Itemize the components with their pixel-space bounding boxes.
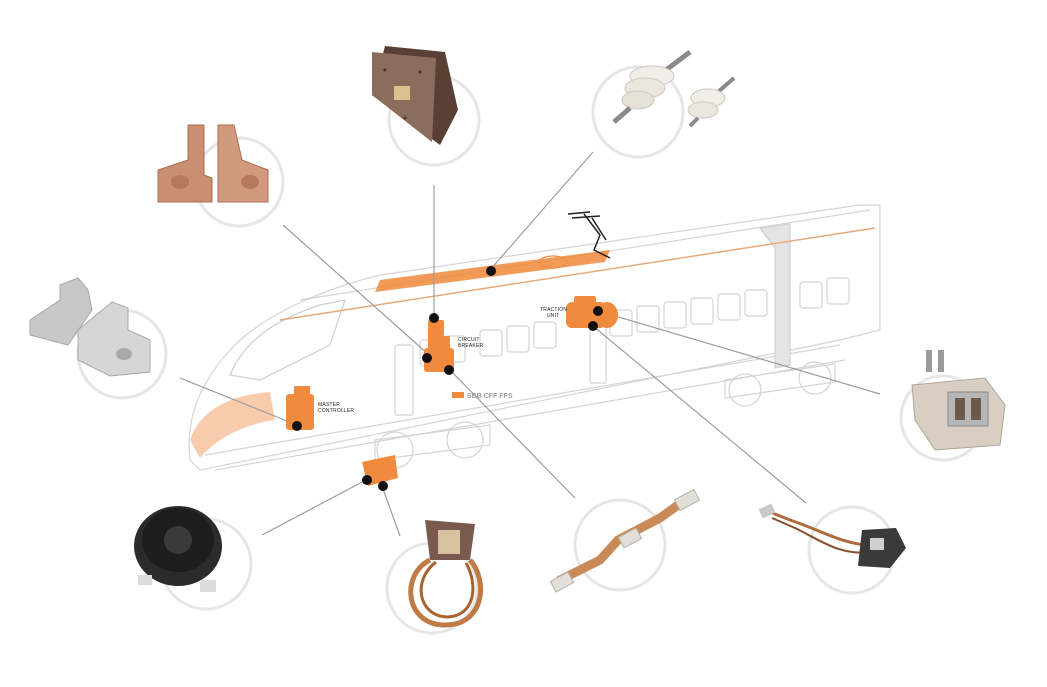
connection-dot <box>429 313 439 323</box>
circuit-breaker-label-2: BREAKER <box>458 343 483 349</box>
train-illustration <box>188 204 881 471</box>
leader-line <box>597 310 881 395</box>
rear-bogie <box>724 361 836 407</box>
master-controller-component <box>286 386 314 430</box>
connection-dot <box>593 306 603 316</box>
connection-dot <box>378 481 388 491</box>
product-circle <box>591 65 685 159</box>
train-skirt-line <box>204 344 841 456</box>
leader-line <box>282 224 447 371</box>
nose-accent <box>190 392 275 458</box>
relay-terminal-block-icon <box>911 350 1006 451</box>
pantograph <box>567 211 611 259</box>
leader-line <box>592 325 807 504</box>
connection-dot <box>444 365 454 375</box>
traction-unit-label-2: UNIT <box>547 313 559 319</box>
aluminium-contact-blocks-icon <box>29 277 151 377</box>
circuit-breaker-label-1: CIRCUIT <box>458 337 480 343</box>
carbon-contact-strip-icon <box>372 46 458 145</box>
connection-dot <box>292 421 302 431</box>
logo-block <box>452 392 464 398</box>
master-controller-label-2: CONTROLLER <box>318 408 354 414</box>
leader-line <box>381 485 401 537</box>
connection-dot <box>362 475 372 485</box>
leader-line <box>179 377 298 426</box>
ceramic-insulators-icon <box>612 50 736 128</box>
leader-lines <box>179 151 881 537</box>
connection-dots <box>292 266 603 491</box>
leader-line <box>448 368 576 499</box>
connection-dot <box>486 266 496 276</box>
connection-dot <box>422 353 432 363</box>
gangway-connector <box>758 223 791 369</box>
circuit-breaker-component <box>424 320 454 372</box>
copper-contact-tips-icon <box>157 124 269 203</box>
master-controller-label-1: MASTER <box>318 402 340 408</box>
connection-dot <box>588 321 598 331</box>
flexible-shunt-icon <box>549 488 701 593</box>
livery-text: SBB CFF FFS <box>467 393 513 400</box>
train-windshield <box>229 299 346 381</box>
leader-line <box>489 151 594 271</box>
side-accent-stripe <box>279 227 876 321</box>
train-body-outline <box>188 204 881 471</box>
carbon-brush-icon <box>758 503 906 568</box>
traction-unit-label-1: TRACTION <box>540 307 567 313</box>
roof-dome <box>538 255 568 269</box>
sealed-motor-unit-icon <box>134 506 222 592</box>
product-circle <box>573 498 667 592</box>
copper-braid-loop-icon <box>408 520 484 628</box>
leader-line <box>261 479 367 536</box>
